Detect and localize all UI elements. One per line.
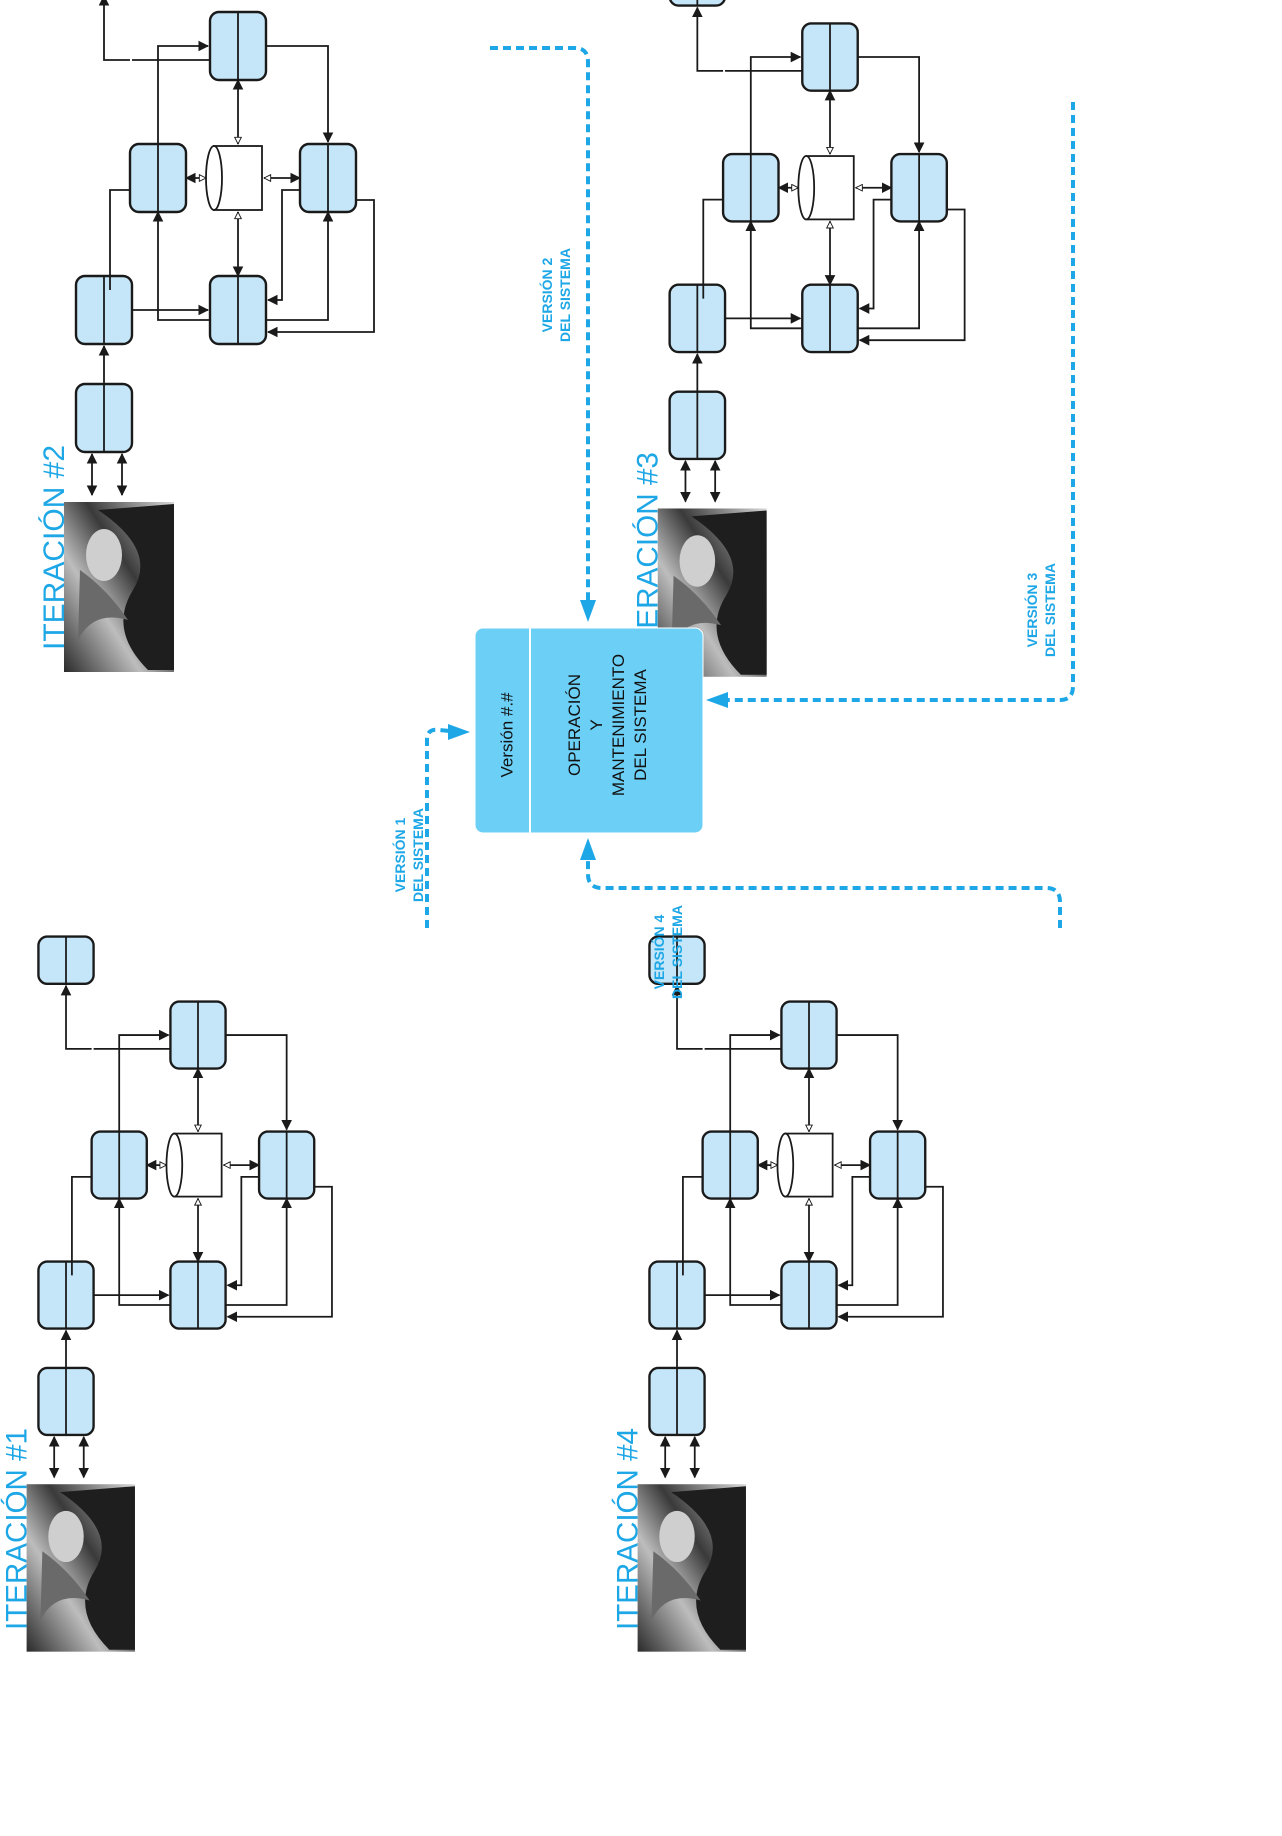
svg-text:DEL SISTEMA: DEL SISTEMA bbox=[557, 248, 573, 342]
version-2-connector bbox=[490, 46, 590, 600]
iter1-link-hub-upper bbox=[113, 1197, 171, 1306]
svg-text:DEL SISTEMA: DEL SISTEMA bbox=[669, 905, 685, 999]
iter2-link-far-lower bbox=[266, 45, 334, 144]
iteration-4-cluster: ITERACIÓN #4 bbox=[612, 935, 944, 1652]
operation-line-1: OPERACIÓN bbox=[565, 674, 584, 776]
central-system-box: Versión #.# OPERACIÓN Y MANTENIMIENTO DE… bbox=[474, 627, 704, 834]
iter2-photo bbox=[64, 502, 174, 672]
iter2-datastore-top bbox=[205, 145, 223, 211]
iteration-1-cluster: ITERACIÓN #1 bbox=[1, 935, 333, 1652]
iter1-photo-highlight bbox=[48, 1510, 84, 1563]
iter4-link-hub-lower bbox=[836, 1197, 903, 1306]
version-2-label: VERSIÓN 2 DEL SISTEMA bbox=[538, 248, 573, 342]
iter3-link-far-out bbox=[691, 6, 724, 72]
version-1-label: VERSIÓN 1 DEL SISTEMA bbox=[391, 808, 426, 902]
svg-text:DEL SISTEMA: DEL SISTEMA bbox=[410, 808, 426, 902]
iter2-datastore-icon bbox=[205, 145, 263, 211]
iter3-link-upper-far bbox=[749, 51, 802, 155]
version-4-connector bbox=[586, 860, 1062, 928]
version-connectors bbox=[425, 46, 1075, 928]
version-3-arrowhead bbox=[706, 692, 728, 708]
iter3-link-hub-upper bbox=[745, 220, 803, 330]
iter2-link-hub-lower bbox=[266, 210, 334, 321]
iter1-link-upper-far bbox=[118, 1029, 170, 1132]
iter1-datastore-top bbox=[165, 1132, 184, 1198]
iter3-datastore-icon bbox=[797, 155, 855, 221]
iter2-loop-lower-back bbox=[266, 199, 375, 338]
iter4-photo-shade bbox=[671, 1486, 746, 1650]
iter4-link-hub-upper bbox=[724, 1197, 782, 1306]
iter2-loop-a bbox=[109, 189, 130, 290]
operation-line-4: DEL SISTEMA bbox=[631, 668, 650, 780]
iter2-photo-highlight bbox=[86, 529, 122, 581]
iteration-2-cluster: ITERACIÓN #2 bbox=[38, 0, 375, 672]
iter1-photo-shade bbox=[60, 1486, 135, 1650]
iter1-datastore-icon bbox=[165, 1132, 223, 1198]
version-3-label: VERSIÓN 3 DEL SISTEMA bbox=[1023, 563, 1058, 657]
version-1-arrowhead bbox=[448, 724, 470, 740]
iter4-photo-highlight bbox=[659, 1510, 695, 1563]
version-3-connector bbox=[728, 102, 1075, 702]
iter4-photo-mid bbox=[651, 1551, 701, 1621]
iter3-loop-a bbox=[702, 198, 724, 299]
svg-text:VERSIÓN 2: VERSIÓN 2 bbox=[538, 257, 555, 332]
operation-line-3: MANTENIMIENTO bbox=[609, 654, 628, 796]
version-2-arrowhead bbox=[580, 600, 596, 622]
iter4-link-upper-far bbox=[729, 1029, 781, 1132]
iter4-loop-lower-back bbox=[837, 1185, 944, 1323]
version-4-label: VERSIÓN 4 DEL SISTEMA bbox=[650, 905, 685, 999]
iter2-loop-inner-back bbox=[266, 189, 300, 306]
iter2-photo-shade bbox=[98, 504, 174, 670]
iteration-3-cluster: ITERACIÓN #3 bbox=[632, 0, 966, 677]
iter1-link-far-lower bbox=[225, 1034, 292, 1131]
version-4-arrowhead bbox=[580, 838, 596, 860]
iter1-loop-lower-back bbox=[226, 1185, 333, 1323]
iter3-link-far-lower bbox=[857, 56, 925, 154]
iter2-photo-mid bbox=[78, 570, 128, 640]
iter3-loop-inner-back bbox=[858, 198, 892, 314]
iter4-loop-a bbox=[682, 1176, 703, 1276]
iter1-photo-mid bbox=[40, 1551, 90, 1621]
iter3-loop-lower-back bbox=[858, 208, 966, 346]
iter3-datastore-top bbox=[797, 155, 816, 221]
version-1-connector bbox=[425, 727, 461, 928]
iter4-datastore-top bbox=[776, 1132, 795, 1198]
iter1-loop-inner-back bbox=[226, 1176, 260, 1291]
iter3-link-hub-lower bbox=[857, 220, 925, 330]
iter4-link-far-lower bbox=[836, 1034, 903, 1131]
iter1-link-far-out bbox=[60, 984, 92, 1050]
iter1-link-hub-lower bbox=[225, 1197, 292, 1306]
iter4-datastore-icon bbox=[776, 1132, 834, 1198]
operation-line-2: Y bbox=[587, 719, 606, 730]
svg-text:DEL SISTEMA: DEL SISTEMA bbox=[1042, 563, 1058, 657]
iter2-link-hub-upper bbox=[152, 210, 210, 321]
svg-text:VERSIÓN 4: VERSIÓN 4 bbox=[650, 914, 667, 989]
svg-text:VERSIÓN 3: VERSIÓN 3 bbox=[1023, 572, 1040, 647]
iter4-link-far-out bbox=[671, 984, 703, 1050]
iter3-photo-highlight bbox=[679, 535, 716, 587]
iter1-loop-a bbox=[71, 1176, 92, 1276]
iter2-link-upper-far bbox=[157, 40, 210, 144]
iter1-photo bbox=[26, 1484, 135, 1652]
iter4-loop-inner-back bbox=[837, 1176, 871, 1291]
svg-text:VERSIÓN 1: VERSIÓN 1 bbox=[391, 817, 408, 892]
version-label: Versión #.# bbox=[497, 692, 516, 778]
iter2-link-far-out bbox=[98, 0, 130, 61]
iter3-photo-shade bbox=[691, 510, 767, 675]
iter4-photo bbox=[637, 1484, 746, 1652]
